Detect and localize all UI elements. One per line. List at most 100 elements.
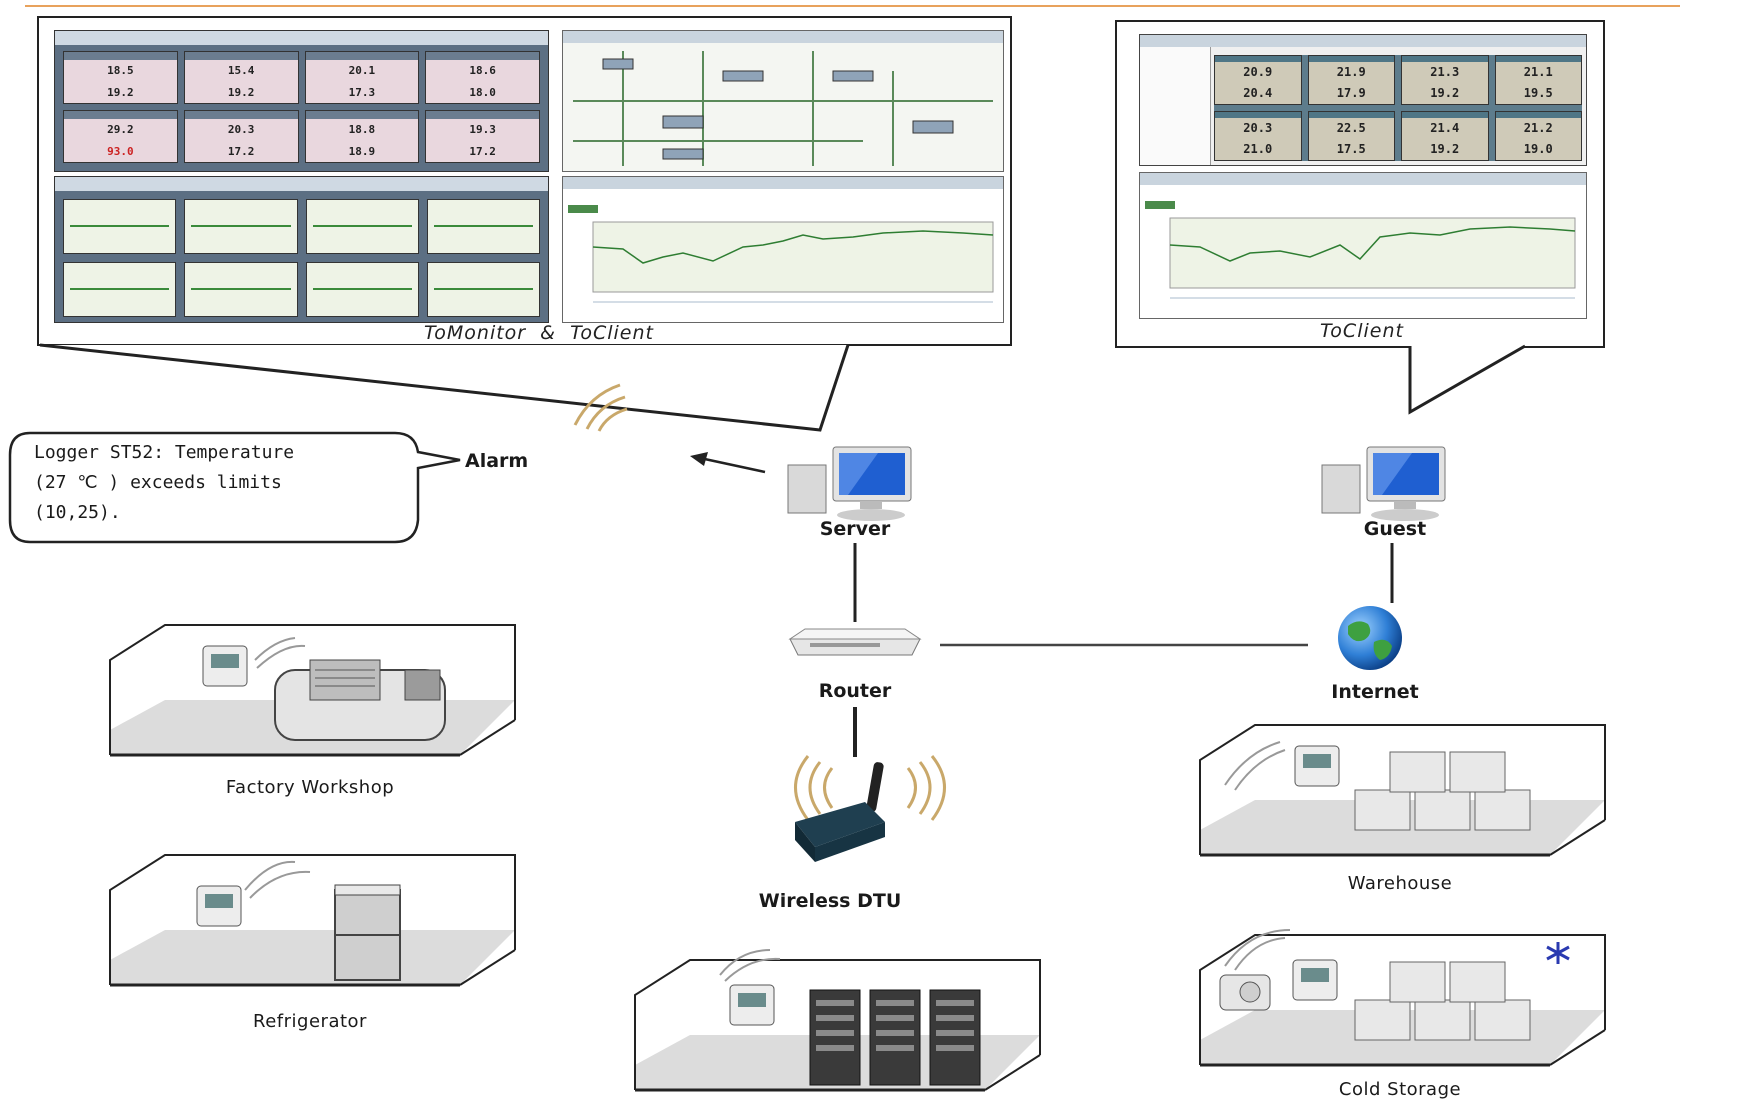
logger-icon: [202, 645, 248, 687]
temperature-value: 18.6: [469, 64, 496, 77]
client-chart-panel: [1139, 172, 1587, 319]
alarm-label: Alarm: [465, 450, 529, 472]
sensor-cell: 21.2 19.0: [1494, 111, 1582, 161]
warehouse-room: [1199, 724, 1606, 857]
trend-thumbnail: [426, 199, 540, 254]
logger-icon: [1292, 959, 1338, 1001]
sensor-cell: 15.4 19.2: [183, 51, 299, 104]
trend-thumbnail: [63, 199, 177, 254]
humidity-value: 21.0: [1243, 142, 1273, 156]
alarm-message-line-3: (10,25).: [34, 502, 121, 523]
temperature-value: 20.9: [1243, 65, 1273, 79]
trend-thumbnail: [305, 199, 419, 254]
sensor-cell: 20.3 17.2: [183, 110, 299, 163]
sensor-cell: 20.9 20.4: [1214, 55, 1302, 105]
guest-label: Guest: [1363, 518, 1427, 540]
temperature-value: 21.1: [1523, 65, 1553, 79]
client-screen-caption: ToClient: [1320, 320, 1404, 342]
router-label: Router: [818, 680, 892, 702]
dtu-icon: [795, 762, 885, 862]
wireless-wave-icon: [573, 383, 628, 432]
humidity-value: 18.9: [348, 144, 376, 158]
humidity-value: 19.5: [1523, 86, 1553, 100]
humidity-value: 17.9: [1336, 86, 1366, 100]
header-rule: [25, 5, 1680, 7]
humidity-value: 17.3: [348, 85, 376, 99]
temperature-value: 21.3: [1430, 65, 1460, 79]
server-room: [634, 949, 1041, 1092]
humidity-value: 17.2: [469, 144, 496, 158]
server-label: Server: [819, 518, 891, 540]
logger-icon: [196, 885, 242, 927]
history-chart-panel: [562, 176, 1004, 323]
monitor-icon: [1321, 446, 1446, 521]
logger-icon: [1294, 745, 1340, 787]
client-grid-panel: 20.9 20.4 21.9 17.9 21.3 19.2 21.1 19.5 20.3 21.0…: [1139, 34, 1587, 166]
trend-thumbnail: [305, 262, 419, 317]
humidity-value: 19.2: [227, 85, 255, 99]
alarm-message-line-2: (27 ℃ ) exceeds limits: [34, 472, 282, 493]
temperature-value: 20.3: [1243, 121, 1273, 135]
humidity-value: 19.2: [1430, 86, 1460, 100]
humidity-value: 17.2: [227, 144, 255, 158]
temperature-value: 18.5: [107, 64, 134, 77]
sensor-cell: 21.1 19.5: [1494, 55, 1582, 105]
logger-icon: [729, 984, 775, 1026]
humidity-value: 19.2: [1430, 142, 1460, 156]
sensor-cell: 21.4 19.2: [1401, 111, 1489, 161]
sensor-cell: 19.3 17.2: [425, 110, 540, 163]
factory-room: [109, 624, 516, 757]
wireless-wave-icon: [794, 755, 946, 821]
globe-icon: [1338, 606, 1402, 670]
sensor-cell: 18.8 18.9: [304, 110, 420, 163]
sensor-cell: 21.9 17.9: [1307, 55, 1395, 105]
floor-plan-panel: [562, 30, 1004, 172]
refrigerator-label: Refrigerator: [253, 1011, 367, 1032]
client-screen-callout: 20.9 20.4 21.9 17.9 21.3 19.2 21.1 19.5 20.3 21.0…: [1115, 20, 1605, 348]
sensor-cell: 22.5 17.5: [1307, 111, 1395, 161]
alarm-arrow: [699, 456, 766, 474]
humidity-value: 17.5: [1336, 142, 1366, 156]
temperature-value: 15.4: [227, 64, 255, 77]
temperature-value: 18.8: [348, 123, 376, 136]
temperature-value: 20.3: [227, 123, 255, 136]
sensor-cell: 20.3 21.0: [1214, 111, 1302, 161]
cold-storage-label: Cold Storage: [1338, 1079, 1462, 1100]
factory-label: Factory Workshop: [225, 777, 395, 798]
trend-thumbnail: [63, 262, 177, 317]
temperature-value: 20.1: [348, 64, 376, 77]
temperature-value: 21.4: [1430, 121, 1460, 135]
alarm-message-line-1: Logger ST52: Temperature: [34, 442, 295, 463]
trend-thumbnail: [426, 262, 540, 317]
internet-label: Internet: [1331, 681, 1419, 703]
humidity-value: 19.0: [1523, 142, 1553, 156]
alarm-bubble: [8, 431, 461, 544]
humidity-value: 93.0: [107, 144, 134, 158]
refrigerator-room: [109, 854, 516, 987]
sensor-cell: 20.1 17.3: [304, 51, 420, 104]
alarm-message: Logger ST52: Temperature (27 ℃ ) exceeds…: [34, 438, 404, 528]
cold-storage-room: [1199, 929, 1606, 1067]
sensor-cell: 18.6 18.0: [425, 51, 540, 104]
trend-thumbnail: [184, 262, 298, 317]
sensor-cell: 18.5 19.2: [63, 51, 178, 104]
temperature-value: 21.2: [1523, 121, 1553, 135]
monitor-screen-caption: ToMonitor & ToClient: [424, 322, 654, 344]
temperature-value: 19.3: [469, 123, 496, 136]
snowflake-icon: [1546, 942, 1570, 964]
humidity-value: 19.2: [107, 85, 134, 99]
humidity-value: 20.4: [1243, 86, 1273, 100]
temperature-value: 21.9: [1336, 65, 1366, 79]
monitor-icon: [787, 446, 912, 521]
dtu-label: Wireless DTU: [758, 890, 902, 912]
sensor-cell: 21.3 19.2: [1401, 55, 1489, 105]
router-icon: [788, 628, 922, 656]
temperature-value: 22.5: [1336, 121, 1366, 135]
warehouse-label: Warehouse: [1347, 873, 1453, 894]
humidity-value: 18.0: [469, 85, 496, 99]
